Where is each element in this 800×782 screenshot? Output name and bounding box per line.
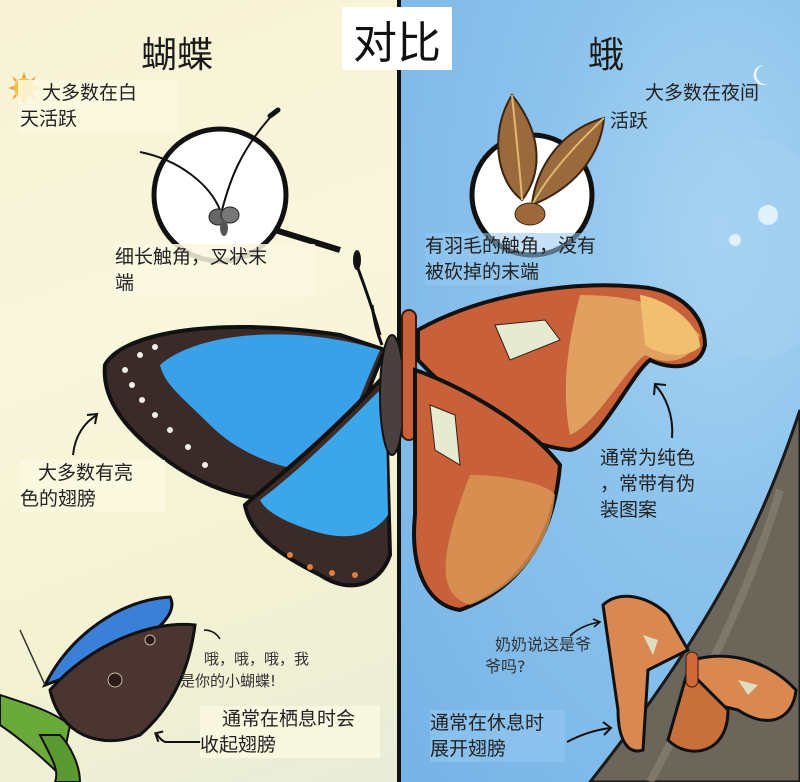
moth-antenna-label: 有羽毛的触角，没有 被砍掉的末端 [425, 233, 597, 285]
butterfly-resting-line-1: 通常在栖息时会 [222, 708, 356, 730]
butterfly-active-time: 大多数在白 天活跃 [18, 80, 178, 132]
moth-resting-line-1: 通常在休息时 [430, 712, 545, 734]
moth-wings-label: 通常为纯色 ，常带有伪 装图案 [600, 445, 695, 523]
moth-wings-line-1: 通常为纯色 [600, 447, 696, 469]
moth-wings-arrow [653, 382, 674, 439]
moth-resting-arrow [566, 721, 613, 743]
moth-speech-line-2: 爷吗? [485, 657, 526, 676]
butterfly-illustration [102, 250, 405, 588]
resting-butterfly-illustration [0, 595, 197, 782]
moth-active-line-2: 活跃 [610, 110, 649, 132]
butterfly-wings-line-2: 色的翅膀 [20, 488, 97, 510]
butterfly-active-line-1: 大多数在白 [42, 82, 138, 104]
moth-speech: 奶奶说这是爷 爷吗? [485, 634, 591, 678]
butterfly-heading: 蝴蝶 [141, 35, 214, 76]
moth-active-line-1: 大多数在夜间 [645, 82, 760, 104]
page-title: 对比 [342, 7, 452, 70]
moth-resting-label: 通常在休息时 展开翅膀 [430, 710, 565, 762]
moth-speech-arrow [569, 618, 602, 637]
butterfly-resting-arrow [153, 730, 203, 743]
moth-speech-line-1: 奶奶说这是爷 [495, 635, 592, 654]
moth-antenna-line-2: 被砍掉的末端 [425, 261, 540, 283]
moth-antenna-closeup [469, 93, 606, 258]
moth-resting-line-2: 展开翅膀 [430, 738, 507, 760]
butterfly-speech-line-2: 是你的小蝴蝶! [180, 672, 277, 690]
moth-illustration [401, 283, 708, 613]
moth-wings-line-2: ，常带有伪 [600, 473, 696, 495]
butterfly-active-line-2: 天活跃 [20, 108, 78, 130]
butterfly-speech-line-1: 哦，哦，哦，我 [204, 650, 310, 668]
butterfly-resting-label: 通常在栖息时会 收起翅膀 [200, 706, 380, 758]
moth-face-background [690, 140, 800, 360]
moth-heading: 蛾 [588, 35, 625, 76]
butterfly-speech: 哦，哦，哦，我 是你的小蝴蝶! [180, 648, 309, 692]
butterfly-resting-line-2: 收起翅膀 [200, 734, 277, 756]
moon-icon [753, 64, 768, 85]
butterfly-antenna-label: 细长触角，叉状末 端 [115, 244, 315, 296]
butterfly-speech-tick [203, 629, 221, 640]
resting-moth-illustration [601, 594, 798, 753]
butterfly-wings-line-1: 大多数有亮 [38, 462, 134, 484]
moth-wings-line-3: 装图案 [600, 499, 658, 521]
butterfly-antenna-line-1: 细长触角，叉状末 [115, 246, 268, 268]
moth-antenna-line-1: 有羽毛的触角，没有 [425, 235, 597, 257]
butterfly-wings-label: 大多数有亮 色的翅膀 [20, 460, 165, 512]
butterfly-antenna-line-2: 端 [115, 272, 135, 294]
butterfly-wings-arrow [72, 412, 99, 456]
